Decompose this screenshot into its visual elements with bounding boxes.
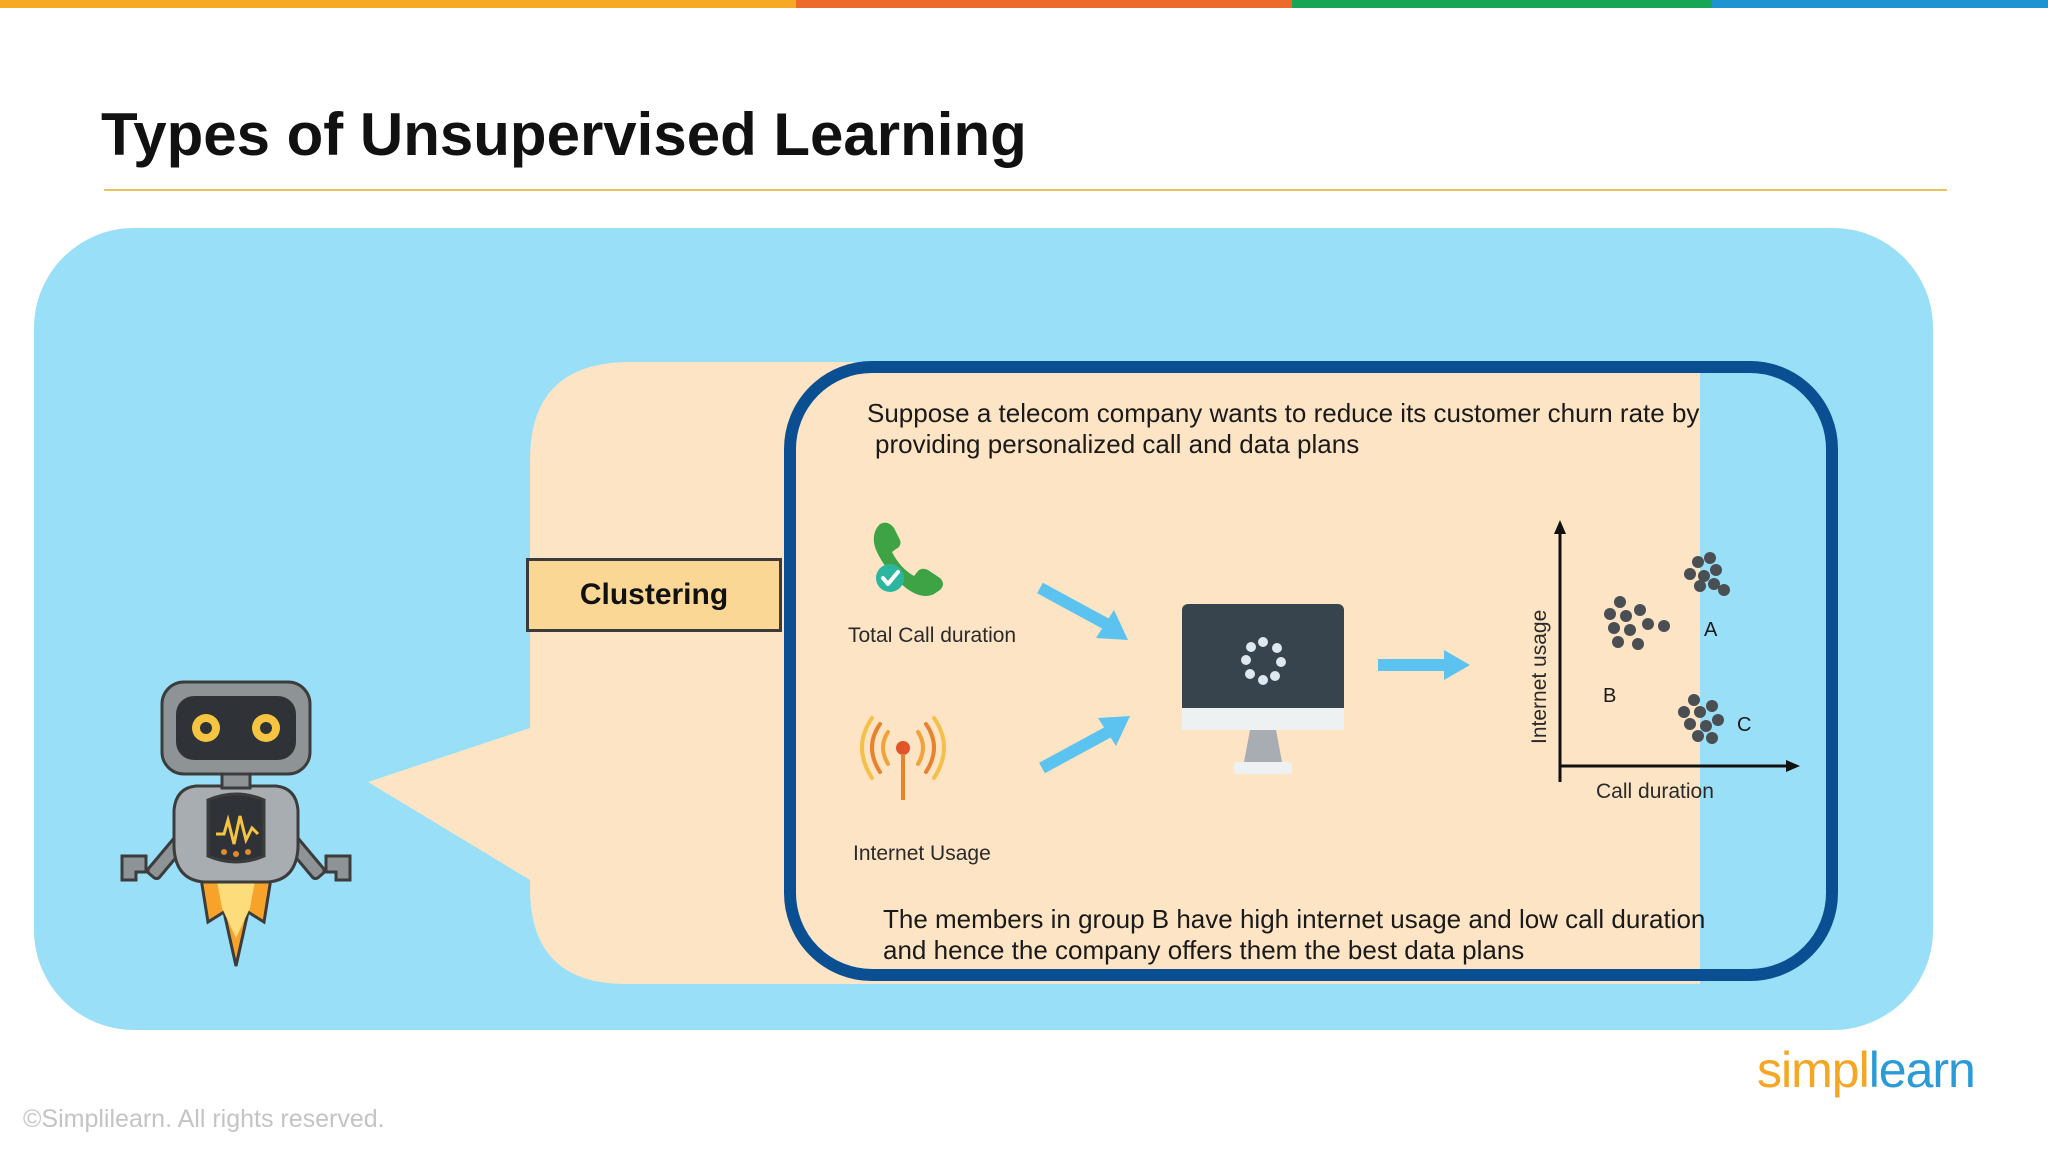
cluster-scatter-plot: [1554, 520, 1800, 782]
intro-text-line-1: Suppose a telecom company wants to reduc…: [867, 398, 1700, 428]
arrow-right-down-icon: [1037, 582, 1128, 640]
antenna-icon: [860, 716, 946, 800]
scatter-y-axis-label: Internet usage: [1528, 609, 1551, 744]
phone-icon: [873, 522, 943, 596]
internet-usage-label: Internet Usage: [853, 842, 991, 865]
logo-part-learn: learn: [1868, 1042, 1976, 1098]
slide-title: Types of Unsupervised Learning: [101, 101, 1027, 168]
arrow-right-icon: [1378, 650, 1470, 680]
clustering-label-box[interactable]: Clustering: [526, 558, 782, 632]
strip-segment-red: [796, 0, 1292, 8]
strip-segment-orange: [0, 0, 796, 8]
title-underline: [104, 189, 1947, 191]
strip-segment-green: [1292, 0, 1712, 8]
group-a-label: A: [1704, 619, 1718, 641]
intro-text-line-2: providing personalized call and data pla…: [875, 429, 1360, 459]
group-c-label: C: [1737, 714, 1752, 736]
copyright-text: ©Simplilearn. All rights reserved.: [23, 1105, 385, 1133]
top-color-strip: [0, 0, 2048, 8]
group-b-label: B: [1603, 685, 1617, 707]
robot-icon: [120, 680, 352, 967]
example-bubble-frame: [784, 361, 1838, 981]
cluster-a-points: [1684, 552, 1730, 596]
call-duration-label: Total Call duration: [848, 624, 1017, 647]
strip-segment-blue: [1712, 0, 2048, 8]
logo-part-simpl: simpl: [1757, 1042, 1870, 1098]
conclusion-text-line-2: and hence the company offers them the be…: [883, 935, 1525, 965]
arrow-right-up-icon: [1039, 716, 1130, 774]
cluster-b-points: [1604, 596, 1670, 650]
computer-monitor-icon: [1182, 604, 1344, 774]
clustering-label: Clustering: [579, 578, 729, 611]
simplilearn-logo[interactable]: simpllearn: [1757, 1041, 1976, 1099]
cluster-c-points: [1678, 694, 1724, 744]
scatter-x-axis-label: Call duration: [1596, 780, 1714, 803]
conclusion-text-line-1: The members in group B have high interne…: [883, 904, 1706, 934]
